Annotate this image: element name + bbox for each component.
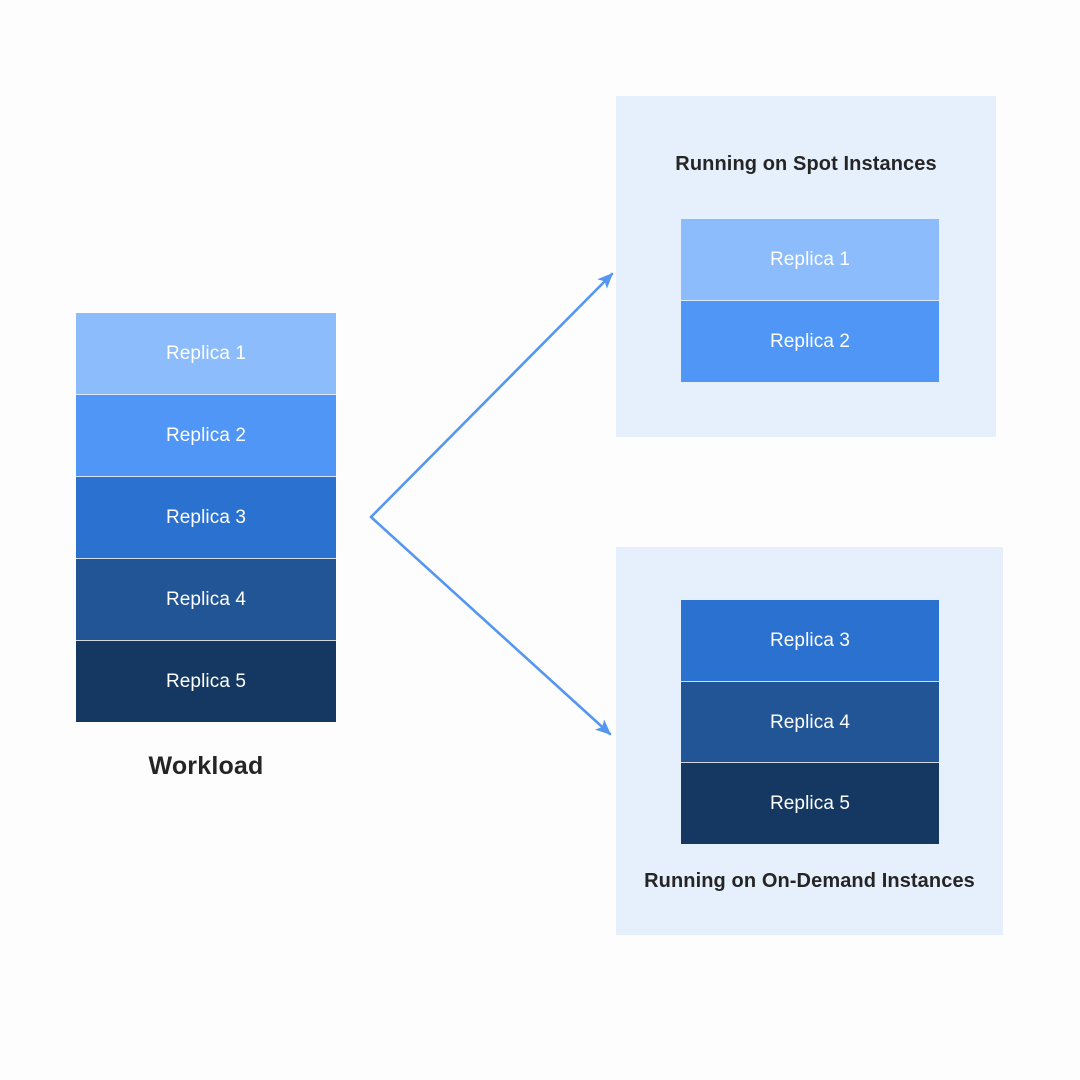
ondemand-instances-panel-title: Running on On-Demand Instances xyxy=(644,870,975,892)
spot-replica-stack: Replica 1 Replica 2 xyxy=(681,219,939,382)
workload-stack: Replica 1 Replica 2 Replica 3 Replica 4 … xyxy=(76,313,336,722)
ondemand-replica-block[interactable]: Replica 4 xyxy=(681,680,939,763)
ondemand-replica-block[interactable]: Replica 3 xyxy=(681,600,939,681)
spot-instances-panel-title: Running on Spot Instances xyxy=(675,153,937,175)
workload-caption: Workload xyxy=(148,752,264,780)
workload-replica-block[interactable]: Replica 4 xyxy=(76,558,336,640)
arrow-to-ondemand xyxy=(369,515,612,736)
arrow-to-spot xyxy=(369,272,614,519)
workload-replica-block[interactable]: Replica 5 xyxy=(76,640,336,722)
spot-replica-block[interactable]: Replica 1 xyxy=(681,219,939,300)
ondemand-replica-block[interactable]: Replica 5 xyxy=(681,762,939,845)
ondemand-replica-stack: Replica 3 Replica 4 Replica 5 xyxy=(681,600,939,845)
spot-replica-block[interactable]: Replica 2 xyxy=(681,300,939,382)
workload-replica-block[interactable]: Replica 2 xyxy=(76,394,336,476)
workload-replica-block[interactable]: Replica 1 xyxy=(76,313,336,394)
workload-replica-block[interactable]: Replica 3 xyxy=(76,476,336,558)
